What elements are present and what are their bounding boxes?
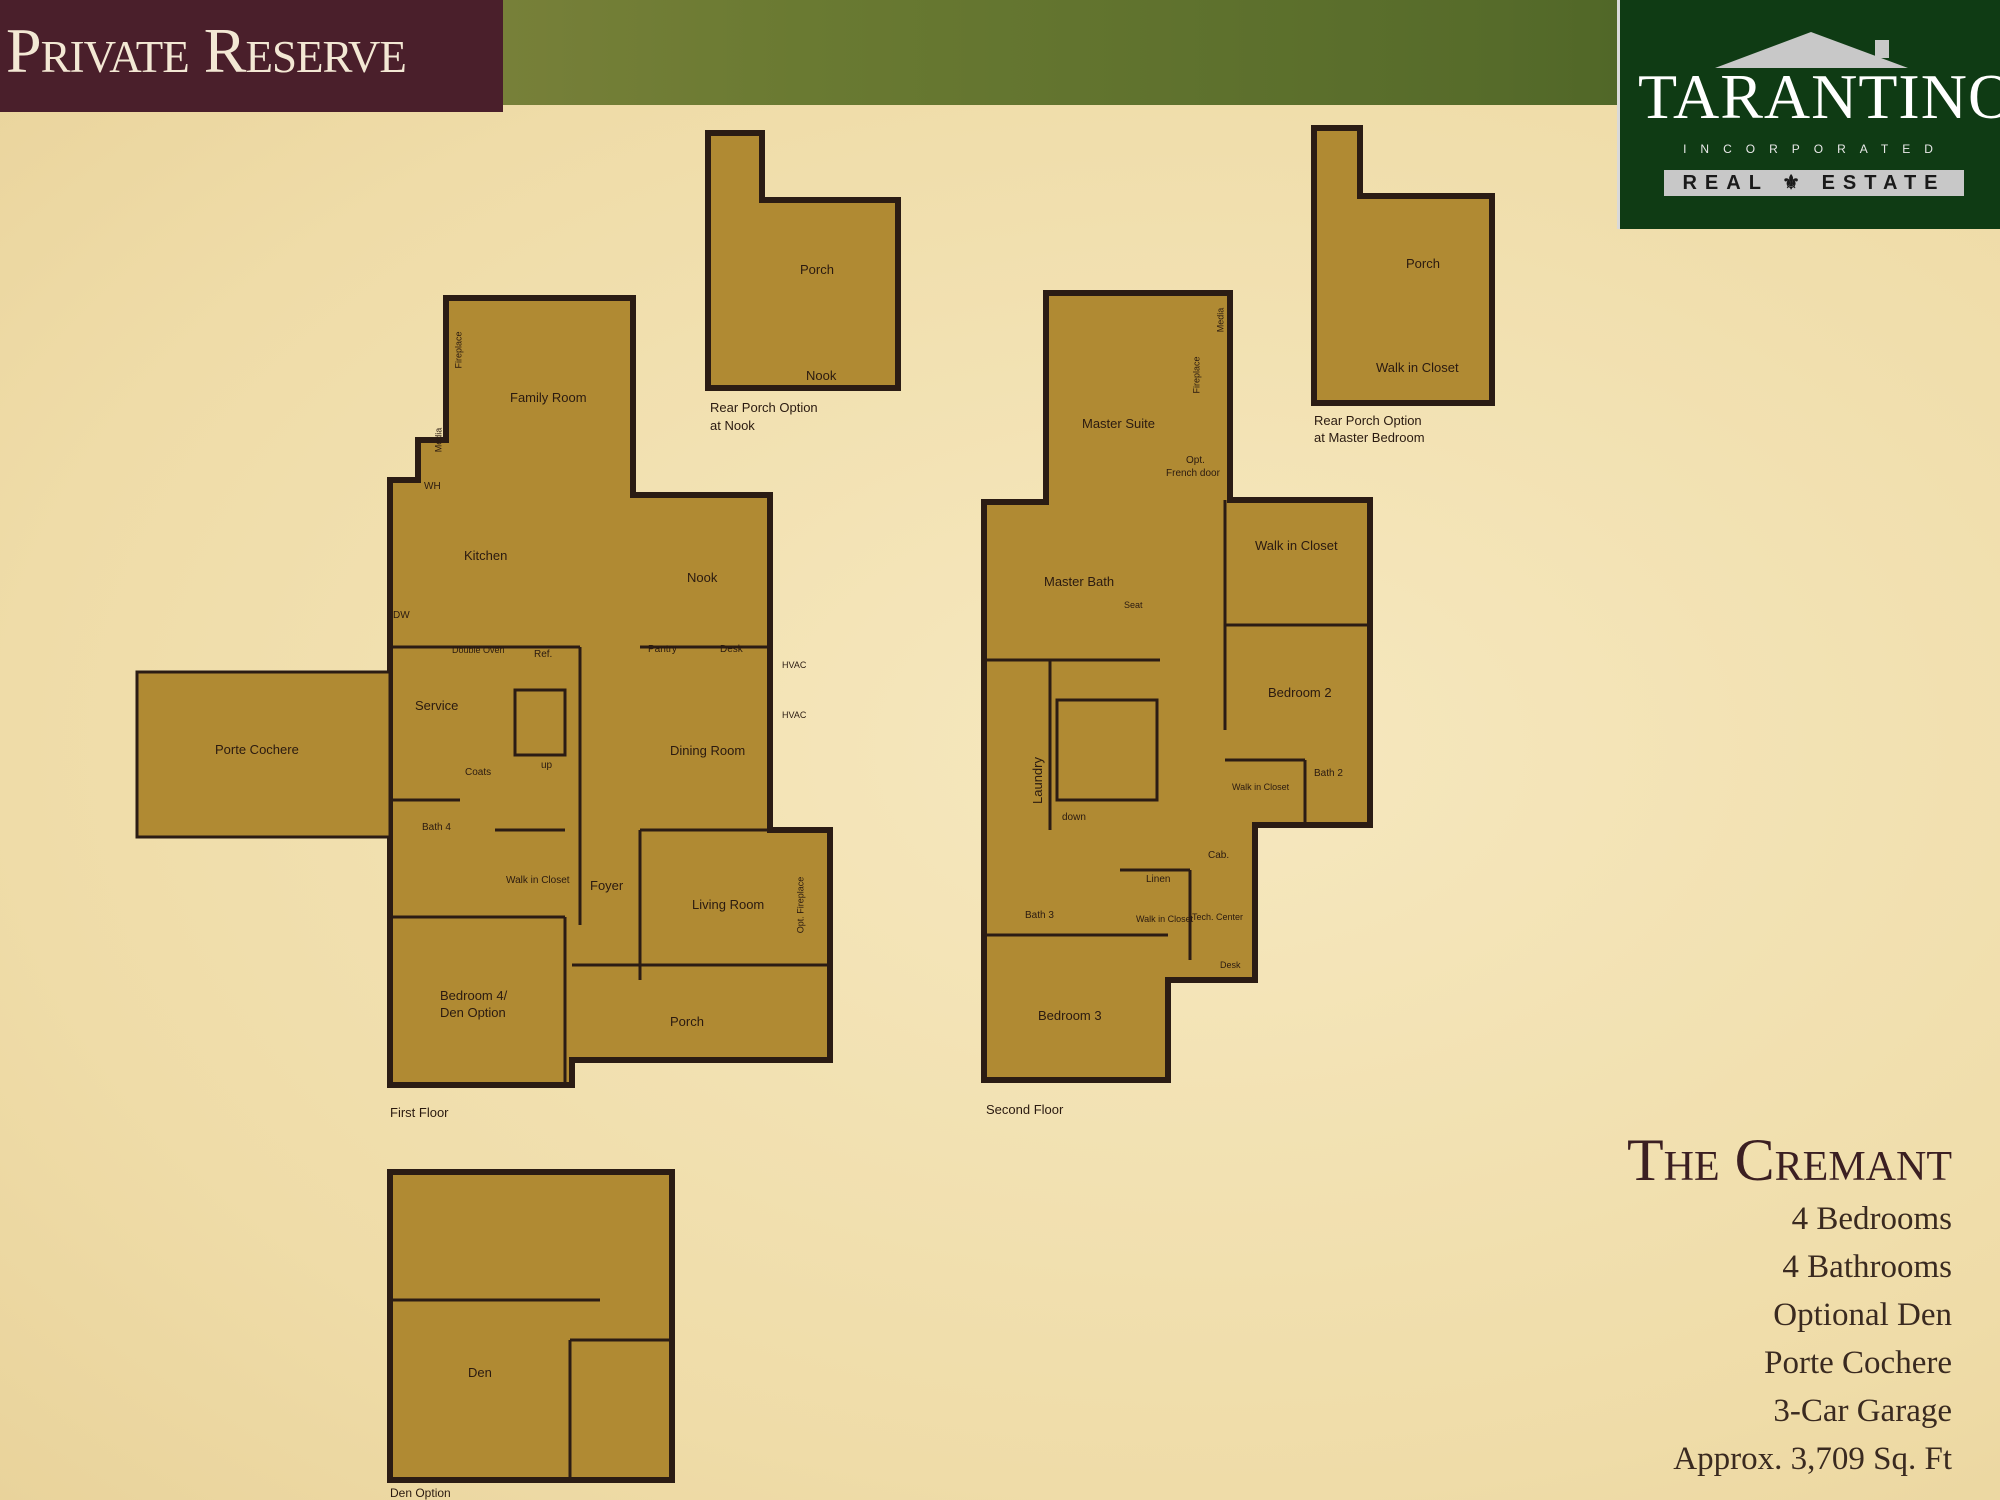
logo-bar: REAL ⚜ ESTATE bbox=[1664, 170, 1964, 196]
first-floor-plan bbox=[387, 295, 833, 1088]
room-label-media: Media bbox=[433, 427, 444, 453]
room-label-bath-3: Bath 3 bbox=[1025, 910, 1054, 921]
room-label-nook: Nook bbox=[687, 570, 718, 585]
den-option-plan bbox=[387, 1169, 675, 1483]
room-label-bath-4: Bath 4 bbox=[422, 822, 451, 833]
room-label-media-2: Media bbox=[1215, 307, 1226, 333]
logo-subtitle: INCORPORATED bbox=[1683, 142, 1947, 156]
room-label-opt-french-1: Opt. bbox=[1186, 455, 1205, 466]
rear-porch-nook-label-2: at Nook bbox=[710, 418, 755, 433]
room-label-porch-master: Porch bbox=[1406, 256, 1440, 271]
room-label-family-room: Family Room bbox=[510, 390, 587, 405]
room-label-porch: Porch bbox=[800, 262, 834, 277]
room-label-wh: WH bbox=[424, 481, 441, 492]
room-label-walk-in-closet-2: Walk in Closet bbox=[1255, 538, 1338, 553]
room-label-dw: DW bbox=[393, 610, 410, 621]
room-label-bedroom-3: Bedroom 3 bbox=[1038, 1008, 1102, 1023]
page-title: Private Reserve bbox=[6, 15, 407, 86]
room-label-up: up bbox=[541, 760, 553, 771]
room-label-coats: Coats bbox=[465, 767, 492, 778]
room-label-master-suite: Master Suite bbox=[1082, 416, 1155, 431]
rear-porch-nook-plan bbox=[705, 130, 901, 391]
feature-sqft: Approx. 3,709 Sq. Ft bbox=[1673, 1441, 1952, 1477]
room-label-bedroom-2: Bedroom 2 bbox=[1268, 685, 1332, 700]
room-label-walk-in-closet-5: Walk in Closet bbox=[1376, 360, 1459, 375]
company-logo: TARANTINO INCORPORATED REAL ⚜ ESTATE bbox=[1617, 0, 2000, 229]
room-label-desk-2: Desk bbox=[1220, 960, 1241, 970]
plan-name: The Cremant bbox=[1627, 1127, 1952, 1193]
room-label-tech-center: Tech. Center bbox=[1192, 912, 1244, 922]
room-label-nook-option: Nook bbox=[806, 368, 837, 383]
second-floor-plan bbox=[981, 290, 1373, 1083]
rear-porch-master-label-2: at Master Bedroom bbox=[1314, 430, 1425, 445]
room-label-fireplace-2: Fireplace bbox=[1191, 356, 1202, 394]
room-label-service: Service bbox=[415, 698, 459, 713]
first-floor-label: First Floor bbox=[390, 1105, 449, 1120]
room-label-laundry: Laundry bbox=[1029, 757, 1045, 804]
room-label-foyer: Foyer bbox=[590, 878, 624, 893]
room-label-porte-cochere: Porte Cochere bbox=[215, 742, 299, 757]
room-label-walk-in-closet-1: Walk in Closet bbox=[506, 875, 570, 886]
room-label-down: down bbox=[1062, 812, 1086, 823]
room-label-hvac-2: HVAC bbox=[782, 710, 807, 720]
room-label-opt-french-2: French door bbox=[1166, 468, 1220, 479]
room-label-den-option-bed: Den Option bbox=[440, 1005, 506, 1020]
room-label-opt-fireplace: Opt. Fireplace bbox=[795, 876, 806, 934]
room-label-bath-2: Bath 2 bbox=[1314, 768, 1343, 779]
roof-icon bbox=[1715, 32, 1908, 68]
room-label-bedroom-4: Bedroom 4/ bbox=[440, 988, 508, 1003]
rear-porch-nook-label: Rear Porch Option bbox=[710, 400, 818, 415]
room-label-walk-in-closet-3: Walk in Closet bbox=[1232, 782, 1290, 792]
room-label-porch-front: Porch bbox=[670, 1014, 704, 1029]
room-label-dining-room: Dining Room bbox=[670, 743, 746, 758]
room-label-fireplace: Fireplace bbox=[453, 331, 464, 369]
room-label-desk: Desk bbox=[720, 644, 743, 655]
room-label-master-bath: Master Bath bbox=[1044, 574, 1115, 589]
porte-cochere-plan bbox=[135, 670, 392, 839]
den-option-label: Den Option bbox=[390, 1486, 451, 1500]
plan-title-block: The Cremant 4 Bedrooms 4 Bathrooms Optio… bbox=[1627, 1125, 1952, 1483]
feature-bathrooms: 4 Bathrooms bbox=[1782, 1249, 1952, 1285]
room-label-living-room: Living Room bbox=[692, 897, 765, 912]
room-label-pantry: Pantry bbox=[648, 644, 677, 655]
feature-den: Optional Den bbox=[1773, 1297, 1952, 1333]
feature-porte-cochere: Porte Cochere bbox=[1764, 1345, 1952, 1381]
room-label-seat: Seat bbox=[1124, 600, 1143, 610]
room-label-kitchen: Kitchen bbox=[464, 548, 508, 563]
rear-porch-master-plan bbox=[1311, 125, 1495, 406]
brand-header: Private Reserve bbox=[0, 0, 503, 112]
room-label-den: Den bbox=[468, 1365, 492, 1380]
room-label-linen: Linen bbox=[1146, 874, 1171, 885]
second-floor-label: Second Floor bbox=[986, 1102, 1064, 1117]
room-label-ref: Ref. bbox=[534, 649, 553, 660]
room-label-cab: Cab. bbox=[1208, 850, 1230, 861]
feature-bedrooms: 4 Bedrooms bbox=[1791, 1201, 1952, 1237]
room-label-double-oven: Double Oven bbox=[452, 645, 505, 655]
feature-garage: 3-Car Garage bbox=[1773, 1393, 1952, 1429]
room-label-hvac-1: HVAC bbox=[782, 660, 807, 670]
room-label-walk-in-closet-4: Walk in Closet bbox=[1136, 914, 1194, 924]
logo-name: TARANTINO bbox=[1638, 61, 2000, 132]
rear-porch-master-label: Rear Porch Option bbox=[1314, 413, 1422, 428]
